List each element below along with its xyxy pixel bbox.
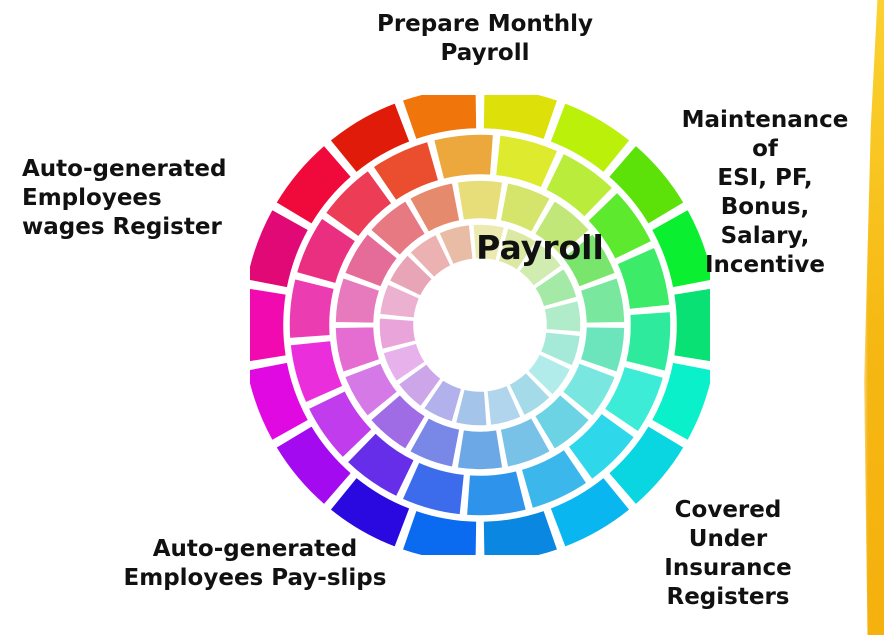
wheel-segment <box>603 365 665 434</box>
wheel-segment <box>471 223 506 262</box>
wheel-segment <box>346 431 416 498</box>
wheel-segment <box>499 416 552 469</box>
wheel-segment <box>369 393 427 451</box>
wheel-segment <box>507 371 552 417</box>
wheel-segment <box>388 253 434 298</box>
wheel-segment <box>401 460 466 516</box>
wheel-segment <box>615 246 671 311</box>
label-line: of <box>752 136 778 162</box>
wheel-segment <box>454 388 489 427</box>
wheel-segment <box>369 199 427 257</box>
wheel-segment <box>579 276 626 325</box>
wheel-segment <box>494 134 559 190</box>
wheel-segment <box>533 199 591 257</box>
wheel-segment <box>624 310 672 373</box>
wheel-segment <box>548 101 632 174</box>
wheel-segment <box>397 362 443 408</box>
wheel-segment <box>250 208 310 289</box>
wheel-segment <box>274 424 353 506</box>
wheel-segment <box>274 144 353 226</box>
wheel-segment <box>401 509 478 555</box>
wheel-segment <box>437 223 475 266</box>
wheel-segment <box>289 339 345 404</box>
wheel-segment <box>543 299 582 334</box>
wheel-segment <box>650 208 710 289</box>
wheel-segment <box>561 361 617 418</box>
color-wheel <box>250 95 710 555</box>
wheel-segment <box>343 232 399 289</box>
yellow-edge-strip <box>864 0 884 635</box>
label-wages-register: Auto-generated Employees wages Register <box>22 155 226 242</box>
wheel-segment <box>566 411 636 481</box>
wheel-segment <box>432 133 495 181</box>
wheel-segment <box>526 352 572 397</box>
label-maintenance: Maintenance of ESI, PF, Bonus, Salary, I… <box>660 106 870 280</box>
wheel-segment <box>485 384 523 427</box>
label-line: Auto-generated <box>152 536 358 562</box>
wheel-segment <box>544 152 614 219</box>
wheel-segment <box>250 361 310 442</box>
wheel-segment <box>517 242 563 288</box>
wheel-segment <box>371 140 440 202</box>
label-pay-slips: Auto-generated Employees Pay-slips <box>110 535 400 593</box>
wheel-segment <box>381 342 427 383</box>
wheel-segment <box>465 469 528 517</box>
label-line: Insurance <box>664 555 792 581</box>
wheel-segment <box>378 316 417 351</box>
label-line: wages Register <box>22 214 222 240</box>
wheel-segment <box>378 282 421 320</box>
label-line: Incentive <box>704 252 825 278</box>
label-line: Auto-generated <box>22 156 227 182</box>
wheel-segment <box>288 277 336 340</box>
wheel-segment <box>520 448 589 510</box>
label-line: Payroll <box>440 40 530 66</box>
wheel-segment <box>328 476 412 549</box>
wheel-segment <box>482 95 559 141</box>
wheel-segment <box>607 144 686 226</box>
wheel-segment <box>408 181 461 234</box>
label-line: ESI, PF, <box>717 165 813 191</box>
wheel-segment <box>456 428 504 471</box>
center-label: Payroll <box>476 228 604 267</box>
wheel-segment <box>579 325 626 374</box>
label-line: Registers <box>666 584 790 610</box>
label-line: Prepare Monthly <box>376 11 594 37</box>
wheel-segment <box>307 389 374 459</box>
label-line: Salary, <box>720 223 810 249</box>
wheel-segment <box>334 276 381 325</box>
label-line: Bonus, <box>720 194 810 220</box>
wheel-segment <box>408 233 453 279</box>
label-line: Employees <box>22 185 162 211</box>
label-line: Maintenance <box>681 107 849 133</box>
wheel-segment <box>295 216 357 285</box>
wheel-segment <box>328 101 412 174</box>
wheel-segment <box>586 191 653 261</box>
wheel-segment <box>334 325 381 374</box>
wheel-segment <box>607 424 686 506</box>
label-line: Covered <box>674 497 782 523</box>
wheel-segment <box>533 267 579 308</box>
label-prepare-monthly-payroll: Prepare Monthly Payroll <box>340 10 630 68</box>
wheel-segment <box>343 361 399 418</box>
wheel-center <box>418 263 542 387</box>
wheel-segment <box>533 393 591 451</box>
wheel-segment <box>548 476 632 549</box>
wheel-segment <box>324 169 394 239</box>
wheel-segment <box>499 181 552 234</box>
label-insurance-registers: Covered Under Insurance Registers <box>618 496 838 612</box>
wheel-segment <box>250 287 288 363</box>
wheel-segment <box>401 95 478 141</box>
wheel-segment <box>422 378 463 424</box>
wheel-segment <box>408 416 461 469</box>
label-line: Under <box>688 526 768 552</box>
wheel-segment <box>650 361 710 442</box>
wheel-segment <box>561 232 617 289</box>
wheel-segment <box>672 287 710 363</box>
wheel-segment <box>456 179 504 222</box>
label-line: Employees Pay-slips <box>123 565 387 591</box>
wheel-segment <box>482 509 559 555</box>
wheel-segment <box>497 226 538 272</box>
wheel-segment <box>539 330 582 368</box>
